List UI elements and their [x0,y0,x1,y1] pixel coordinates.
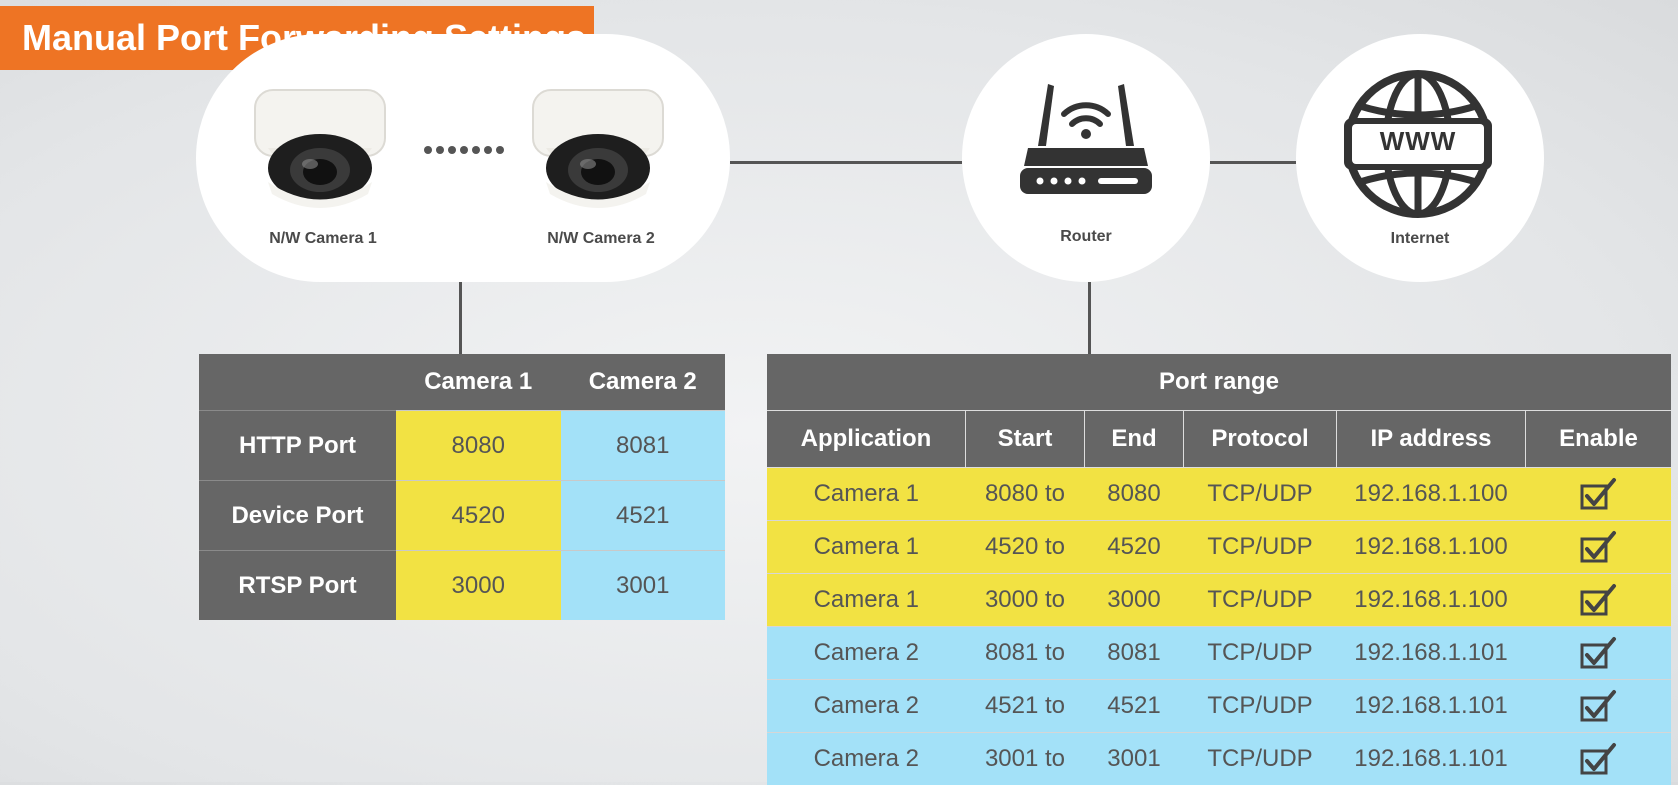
end-cell: 8080 [1085,468,1184,521]
ip-address-cell: 192.168.1.100 [1337,521,1526,574]
connector-cams-router [730,161,962,164]
checkbox-checked-icon[interactable] [1579,477,1617,511]
enable-cell[interactable] [1526,627,1672,680]
ip-address-cell: 192.168.1.101 [1337,627,1526,680]
application-cell: Camera 2 [767,680,966,733]
camera-ports-table: Camera 1 Camera 2 HTTP Port 8080 8081 De… [199,354,725,620]
camera1-value: 8080 [396,411,561,481]
camera2-value: 3001 [561,551,726,621]
camera1-value: 3000 [396,551,561,621]
checkbox-checked-icon[interactable] [1579,689,1617,723]
dome-camera-icon [250,82,390,212]
checkbox-checked-icon[interactable] [1579,530,1617,564]
protocol-cell: TCP/UDP [1184,468,1337,521]
router-label: Router [986,228,1186,246]
camera1-value: 4520 [396,481,561,551]
ip-address-cell: 192.168.1.101 [1337,680,1526,733]
camera1-label: N/W Camera 1 [223,230,423,248]
application-cell: Camera 2 [767,627,966,680]
start-cell: 3000 to [966,574,1085,627]
port-range-title: Port range [767,354,1671,411]
ip-address-cell: 192.168.1.101 [1337,733,1526,785]
camera2-value: 8081 [561,411,726,481]
checkbox-checked-icon[interactable] [1579,583,1617,617]
checkbox-checked-icon[interactable] [1579,742,1617,776]
protocol-cell: TCP/UDP [1184,627,1337,680]
ellipsis-dots [424,146,504,154]
enable-cell[interactable] [1526,574,1672,627]
table-row: RTSP Port 3000 3001 [199,551,725,621]
end-cell: 3001 [1085,733,1184,785]
ip-address-cell: 192.168.1.100 [1337,574,1526,627]
start-cell: 3001 to [966,733,1085,785]
application-cell: Camera 1 [767,574,966,627]
row-label: HTTP Port [199,411,396,481]
connector-cams-table [459,282,462,354]
application-cell: Camera 1 [767,468,966,521]
start-cell: 4520 to [966,521,1085,574]
protocol-cell: TCP/UDP [1184,733,1337,785]
enable-cell[interactable] [1526,680,1672,733]
connector-router-internet [1210,161,1296,164]
header-protocol: Protocol [1184,411,1337,468]
table-row: HTTP Port 8080 8081 [199,411,725,481]
end-cell: 8081 [1085,627,1184,680]
row-label: Device Port [199,481,396,551]
router-icon [1016,76,1156,200]
table-row: Device Port 4520 4521 [199,481,725,551]
start-cell: 8080 to [966,468,1085,521]
enable-cell[interactable] [1526,733,1672,785]
protocol-cell: TCP/UDP [1184,521,1337,574]
header-application: Application [767,411,966,468]
header-enable: Enable [1526,411,1672,468]
port-range-table: Port range Application Start End Protoco… [767,354,1671,785]
table-header-camera2: Camera 2 [561,354,726,411]
www-text: WWW [1352,126,1484,157]
header-ip-address: IP address [1337,411,1526,468]
end-cell: 4520 [1085,521,1184,574]
camera2-label: N/W Camera 2 [501,230,701,248]
enable-cell[interactable] [1526,521,1672,574]
end-cell: 4521 [1085,680,1184,733]
table-header-blank [199,354,396,411]
checkbox-checked-icon[interactable] [1579,636,1617,670]
header-end: End [1085,411,1184,468]
camera2-value: 4521 [561,481,726,551]
start-cell: 8081 to [966,627,1085,680]
row-label: RTSP Port [199,551,396,621]
application-cell: Camera 2 [767,733,966,785]
protocol-cell: TCP/UDP [1184,680,1337,733]
protocol-cell: TCP/UDP [1184,574,1337,627]
connector-router-table [1088,282,1091,354]
ip-address-cell: 192.168.1.100 [1337,468,1526,521]
application-cell: Camera 1 [767,521,966,574]
internet-label: Internet [1320,230,1520,248]
start-cell: 4521 to [966,680,1085,733]
table-header-camera1: Camera 1 [396,354,561,411]
end-cell: 3000 [1085,574,1184,627]
enable-cell[interactable] [1526,468,1672,521]
dome-camera-icon [528,82,668,212]
header-start: Start [966,411,1085,468]
